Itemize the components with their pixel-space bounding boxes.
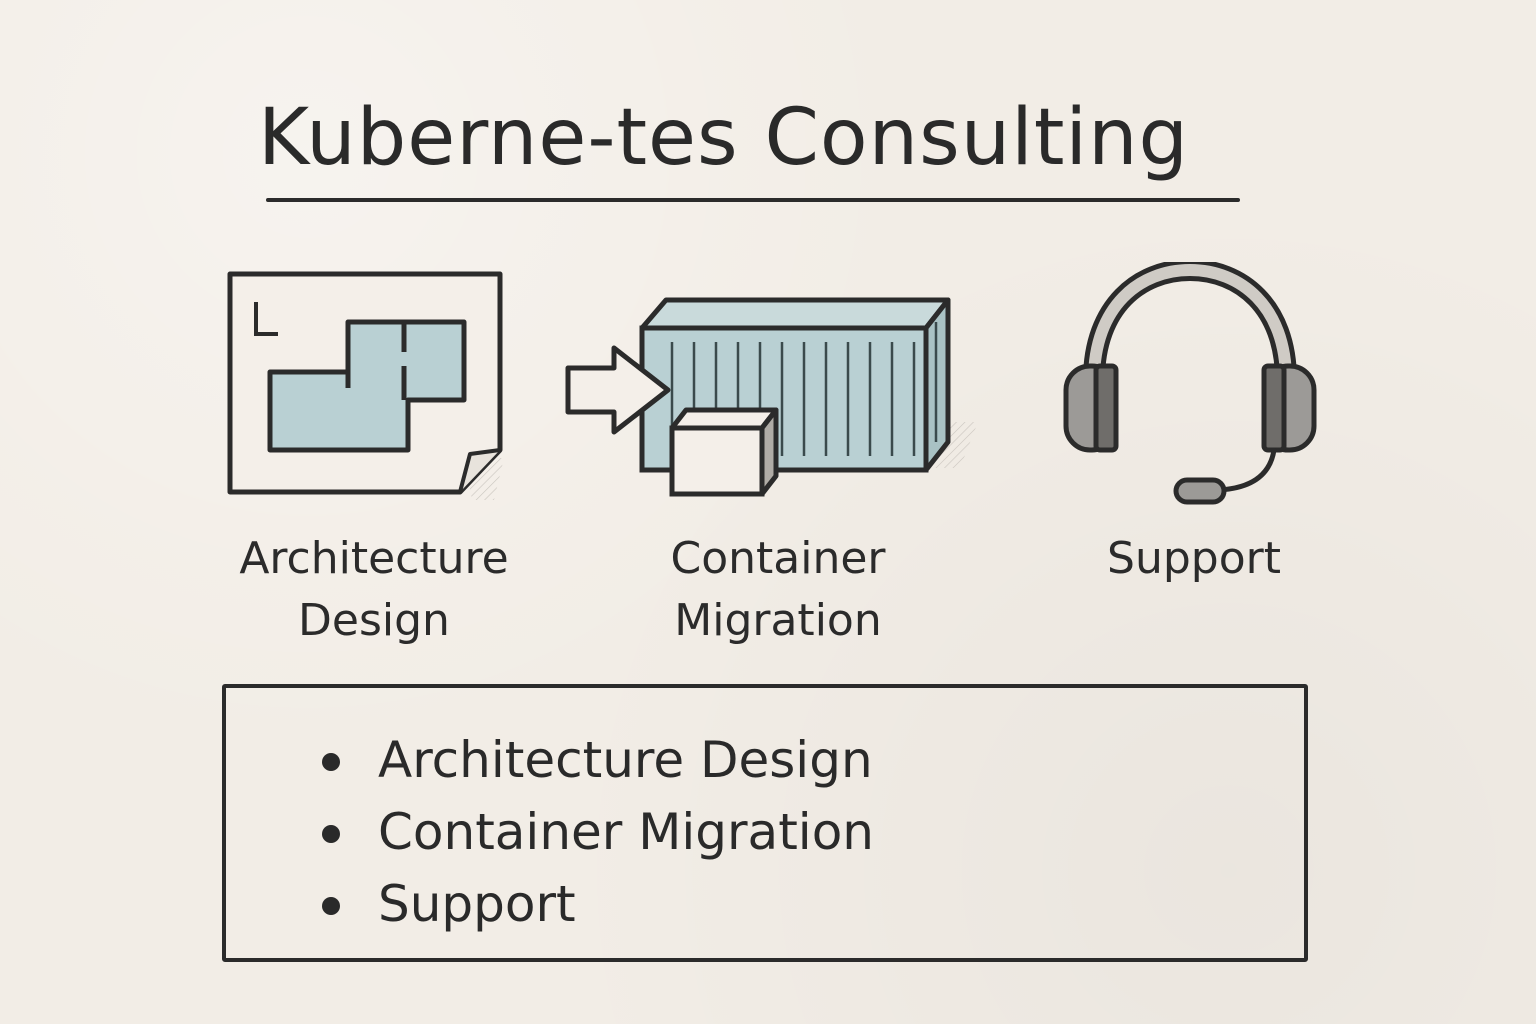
list-item-text: Container Migration: [378, 803, 874, 861]
service-label-line1: Container: [670, 533, 886, 584]
bullet-icon: [322, 897, 340, 915]
list-item-text: Architecture Design: [378, 731, 873, 789]
summary-list: Architecture Design Container Migration …: [314, 724, 874, 940]
headset-icon: [1060, 262, 1324, 508]
list-item: Container Migration: [314, 796, 874, 868]
page-title: Kuberne-tes Consulting: [258, 93, 1190, 183]
service-label-support: Support: [1034, 528, 1354, 590]
list-item: Support: [314, 868, 874, 940]
service-label-architecture: Architecture Design: [214, 528, 534, 652]
bullet-icon: [322, 825, 340, 843]
container-migration-icon: [560, 292, 980, 504]
title-underline: [266, 198, 1240, 202]
summary-box: [222, 684, 1308, 962]
bullet-icon: [322, 753, 340, 771]
service-label-line2: Migration: [674, 595, 882, 646]
list-item: Architecture Design: [314, 724, 874, 796]
service-label-line1: Support: [1107, 533, 1281, 584]
service-label-container: Container Migration: [618, 528, 938, 652]
list-item-text: Support: [378, 875, 576, 933]
service-label-line1: Architecture: [239, 533, 509, 584]
service-label-line2: Design: [298, 595, 450, 646]
blueprint-icon: [224, 268, 516, 504]
